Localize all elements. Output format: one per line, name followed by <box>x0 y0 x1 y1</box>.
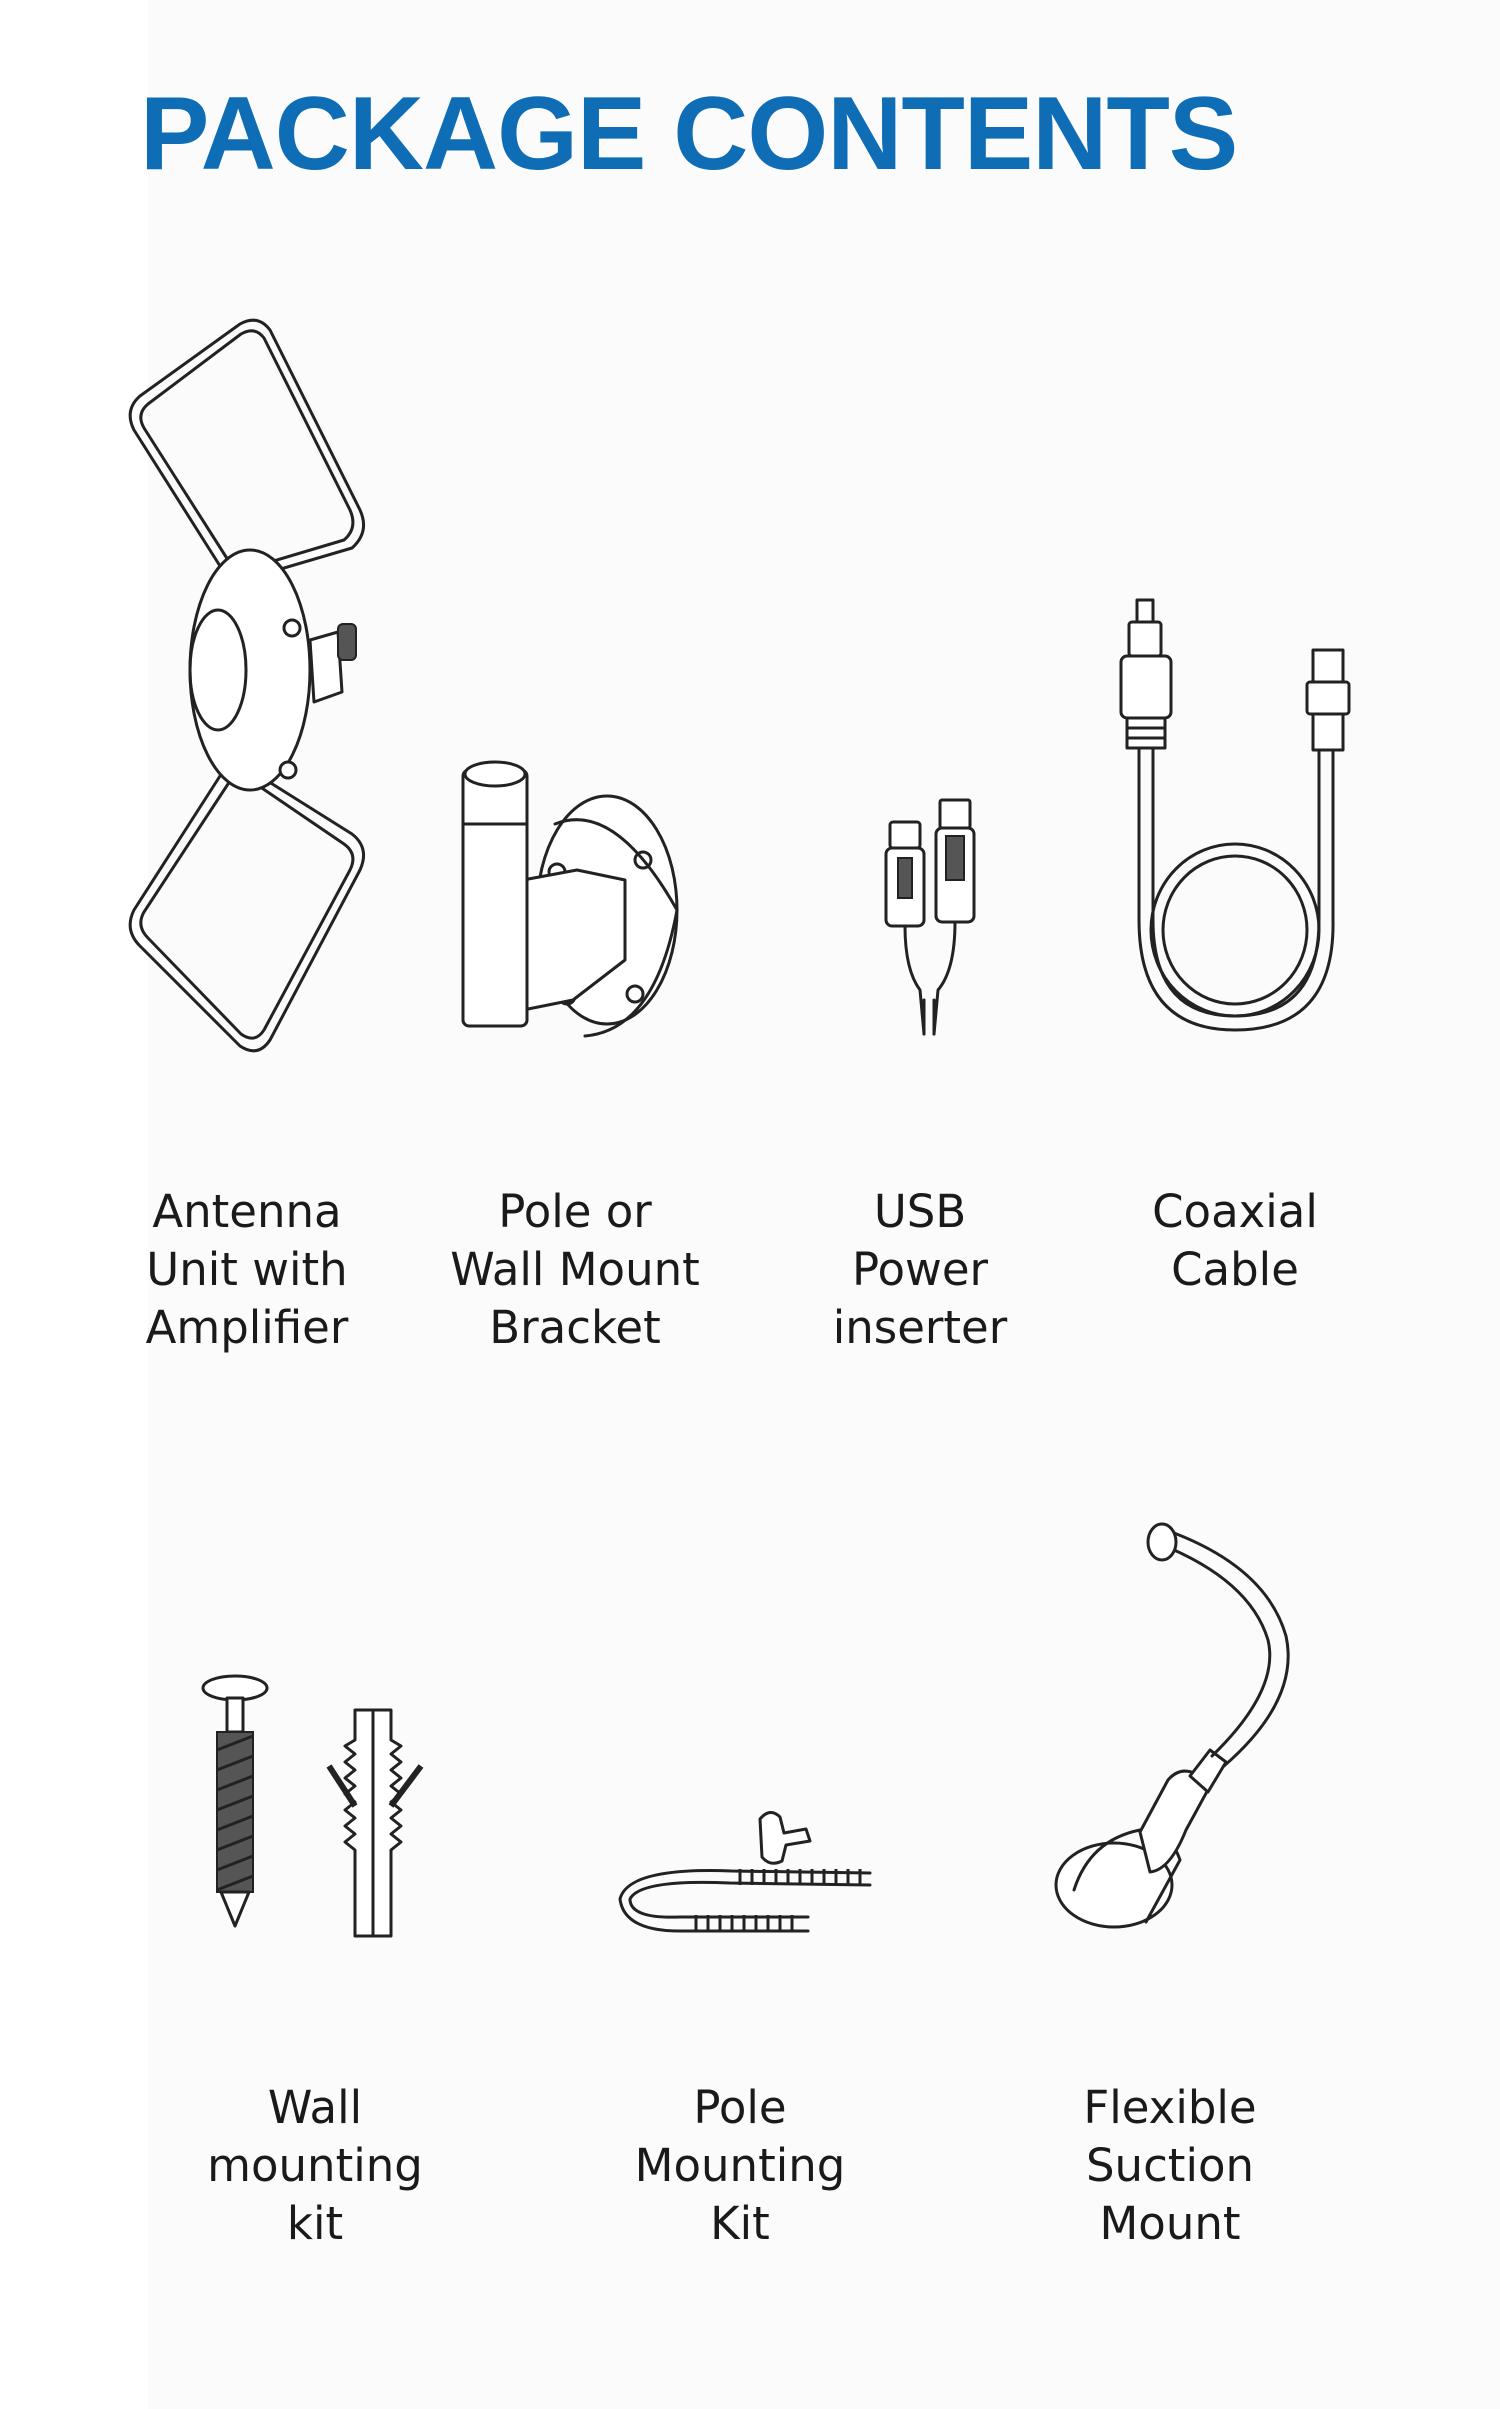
page-title: PACKAGE CONTENTS <box>140 76 1238 192</box>
wall-mounting-kit-icon <box>195 1670 435 1950</box>
usb-power-inserter-icon <box>880 798 990 1040</box>
item-label-wall-kit: Wall mounting kit <box>207 2081 423 2250</box>
suction-mount-icon <box>1050 1522 1290 1950</box>
item-label-pole-kit: Pole Mounting Kit <box>634 2081 846 2250</box>
item-label-bracket: Pole or Wall Mount Bracket <box>450 1185 700 1354</box>
coaxial-cable-icon <box>1115 598 1355 1040</box>
content-panel <box>148 0 1500 2409</box>
antenna-unit-icon <box>120 310 380 1060</box>
item-label-coax: Coaxial Cable <box>1152 1185 1318 1296</box>
mount-bracket-icon <box>455 760 695 1050</box>
item-label-suction: Flexible Suction Mount <box>1083 2081 1257 2250</box>
item-label-usb: USB Power inserter <box>832 1185 1008 1354</box>
pole-mounting-kit-icon <box>618 1805 872 1935</box>
item-label-antenna: Antenna Unit with Amplifier <box>145 1185 349 1354</box>
